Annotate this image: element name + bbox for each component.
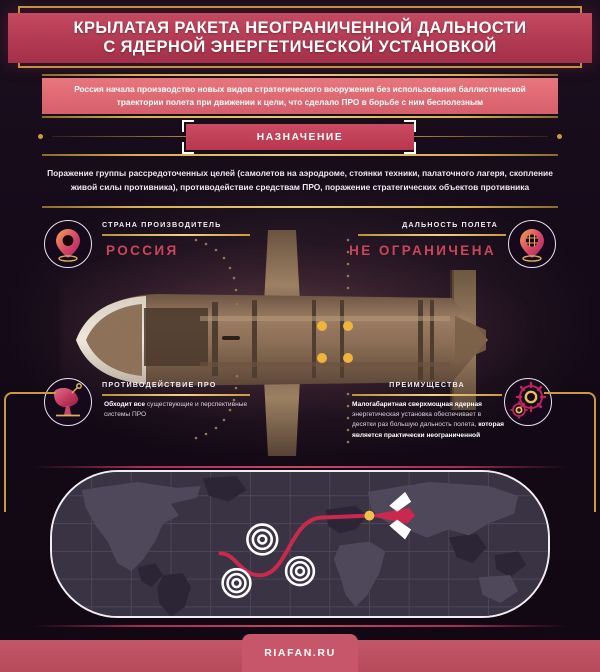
world-map bbox=[50, 470, 550, 618]
section-badge: НАЗНАЧЕНИЕ bbox=[186, 124, 414, 150]
bracket-top-left bbox=[182, 120, 194, 132]
purpose-text: Поражение группы рассредоточенных целей … bbox=[47, 168, 553, 192]
divider-under-subtitle bbox=[42, 116, 558, 118]
subtitle-text: Россия начала производство новых видов с… bbox=[74, 84, 526, 107]
bracket-bottom-right bbox=[404, 142, 416, 154]
map-divider-bottom bbox=[34, 625, 566, 627]
map-pin-icon bbox=[44, 220, 92, 268]
map-divider-top bbox=[34, 466, 566, 468]
map-pin-target-icon bbox=[508, 220, 556, 268]
feature-range: ДАЛЬНОСТЬ ПОЛЕТА НЕ ОГРАНИЧЕНА bbox=[306, 216, 556, 276]
header: КРЫЛАТАЯ РАКЕТА НЕОГРАНИЧЕННОЙ ДАЛЬНОСТИ… bbox=[0, 0, 600, 72]
bracket-bottom-left bbox=[182, 142, 194, 154]
cruise-missile-illustration bbox=[76, 230, 488, 456]
badge-dot-right bbox=[557, 133, 562, 139]
feature-country-rule bbox=[102, 234, 250, 236]
section-badge-label: НАЗНАЧЕНИЕ bbox=[256, 131, 344, 143]
feature-country-kicker: СТРАНА ПРОИЗВОДИТЕЛЬ bbox=[102, 220, 222, 229]
feature-advantages-rule bbox=[352, 394, 502, 396]
feature-country-value: РОССИЯ bbox=[106, 243, 179, 258]
feature-advantages-desc-b1: Малогабаритная сверхмощная ядерная bbox=[352, 401, 483, 408]
divider-below-purpose bbox=[42, 206, 558, 208]
feature-advantages-desc-r1: энергетическая установка обеспечивает в … bbox=[352, 411, 482, 429]
site-logo-tab[interactable]: RIAFAN.RU bbox=[242, 634, 358, 672]
flight-range-map bbox=[50, 470, 550, 618]
feature-range-kicker: ДАЛЬНОСТЬ ПОЛЕТА bbox=[402, 220, 498, 229]
divider-top bbox=[42, 74, 558, 76]
radar-dish-icon bbox=[44, 378, 92, 426]
page-title-line2: С ЯДЕРНОЙ ЭНЕРГЕТИЧЕСКОЙ УСТАНОВКОЙ bbox=[103, 38, 497, 56]
bracket-top-right bbox=[404, 120, 416, 132]
purpose-badge-row: НАЗНАЧЕНИЕ bbox=[0, 120, 600, 154]
feature-range-value: НЕ ОГРАНИЧЕНА bbox=[349, 243, 496, 258]
gold-frame-right bbox=[544, 392, 596, 512]
feature-abm-desc-bold: Обходит все bbox=[104, 401, 146, 408]
gold-frame-left bbox=[4, 392, 56, 512]
feature-country: СТРАНА ПРОИЗВОДИТЕЛЬ РОССИЯ bbox=[44, 216, 294, 276]
rocket-icon bbox=[364, 491, 416, 540]
page-title-line1: КРЫЛАТАЯ РАКЕТА НЕОГРАНИЧЕННОЙ ДАЛЬНОСТИ bbox=[73, 18, 527, 37]
divider-above-purpose bbox=[42, 154, 558, 156]
feature-abm-kicker: ПРОТИВОДЕЙСТВИЕ ПРО bbox=[102, 380, 217, 389]
header-banner: КРЫЛАТАЯ РАКЕТА НЕОГРАНИЧЕННОЙ ДАЛЬНОСТИ… bbox=[8, 13, 592, 63]
badge-line-left bbox=[52, 136, 217, 137]
feature-abm-desc: Обходит все существующие и перспективные… bbox=[104, 400, 254, 420]
badge-dot-left bbox=[38, 133, 43, 139]
feature-advantages: ПРЕИМУЩЕСТВА Малогабаритная сверхмощная … bbox=[300, 376, 560, 466]
feature-abm-desc-rest: существующие и перспективные системы ПРО bbox=[104, 401, 248, 419]
missile-stage bbox=[0, 212, 600, 467]
feature-advantages-kicker: ПРЕИМУЩЕСТВА bbox=[389, 380, 465, 389]
world-map-graphic bbox=[52, 472, 548, 616]
feature-abm-rule bbox=[102, 394, 250, 396]
subtitle-band: Россия начала производство новых видов с… bbox=[42, 78, 558, 114]
feature-advantages-desc-b2: которая является практически неограничен… bbox=[352, 421, 505, 439]
feature-abm: ПРОТИВОДЕЙСТВИЕ ПРО Обходит все существу… bbox=[44, 376, 304, 438]
feature-range-rule bbox=[358, 234, 506, 236]
site-name: RIAFAN.RU bbox=[264, 647, 336, 659]
feature-advantages-desc: Малогабаритная сверхмощная ядерная энерг… bbox=[352, 400, 504, 441]
purpose-block: Поражение группы рассредоточенных целей … bbox=[42, 158, 558, 204]
